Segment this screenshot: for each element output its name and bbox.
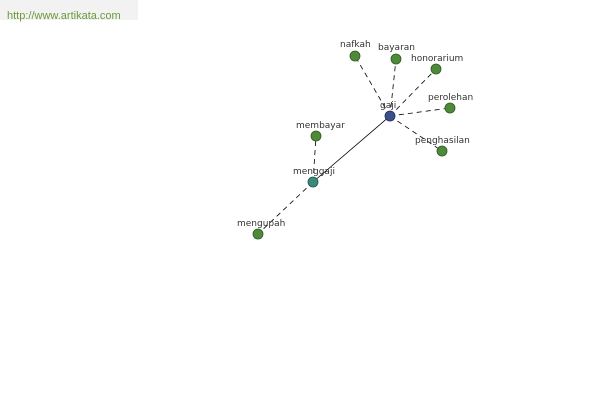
node-perolehan[interactable] [444, 102, 456, 114]
node-menggaji[interactable] [307, 176, 319, 188]
node-bayaran[interactable] [390, 53, 402, 65]
edge-gaji-perolehan [389, 107, 451, 117]
node-label-menggaji[interactable]: menggaji [293, 167, 335, 177]
edge-gaji-nafkah [354, 55, 391, 117]
edge-menggaji-mengupah [257, 181, 314, 235]
node-label-mengupah[interactable]: mengupah [237, 219, 285, 229]
edge-gaji-menggaji [312, 115, 391, 183]
nodes-layer [252, 50, 456, 240]
node-label-nafkah[interactable]: nafkah [340, 40, 371, 50]
node-mengupah[interactable] [252, 228, 264, 240]
site-url[interactable]: http://www.artikata.com [7, 10, 121, 22]
node-penghasilan[interactable] [436, 145, 448, 157]
edge-gaji-bayaran [389, 58, 397, 117]
node-nafkah[interactable] [349, 50, 361, 62]
node-label-membayar[interactable]: membayar [296, 121, 345, 131]
node-label-gaji[interactable]: gaji [380, 101, 396, 111]
node-label-honorarium[interactable]: honorarium [411, 54, 463, 64]
node-honorarium[interactable] [430, 63, 442, 75]
edge-menggaji-membayar [312, 135, 317, 183]
node-label-bayaran[interactable]: bayaran [378, 43, 415, 53]
node-membayar[interactable] [310, 130, 322, 142]
edges-layer [257, 55, 451, 235]
url-banner: http://www.artikata.com [0, 0, 138, 22]
edge-gaji-penghasilan [389, 115, 443, 152]
node-label-penghasilan[interactable]: penghasilan [415, 136, 470, 146]
edge-gaji-honorarium [389, 68, 437, 117]
node-label-perolehan[interactable]: perolehan [428, 93, 473, 103]
node-gaji[interactable] [384, 110, 396, 122]
